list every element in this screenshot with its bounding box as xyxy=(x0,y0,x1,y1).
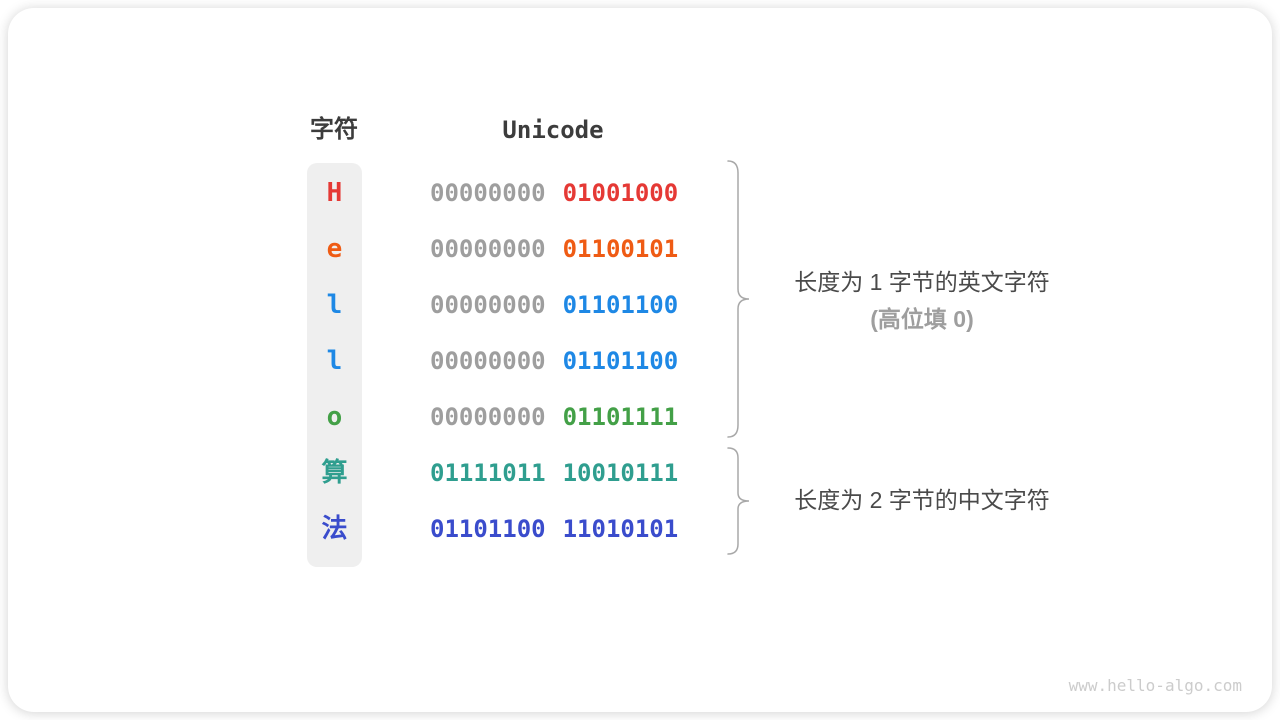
unicode-bytes: 00000000 01101100 xyxy=(430,291,678,319)
watermark-url: www.hello-algo.com xyxy=(1068,676,1242,695)
table-row: 算 01111011 10010111 xyxy=(307,457,687,489)
byte-low: 10010111 xyxy=(562,459,679,487)
byte-high: 00000000 xyxy=(430,179,546,207)
byte-high: 00000000 xyxy=(430,347,546,375)
column-header-unicode: Unicode xyxy=(502,116,604,144)
table-row: e 00000000 01100101 xyxy=(307,233,687,265)
unicode-bytes: 01101100 11010101 xyxy=(430,515,678,543)
figure-card xyxy=(8,8,1272,712)
brace-english-group xyxy=(721,160,753,438)
unicode-bytes: 00000000 01101100 xyxy=(430,347,678,375)
character-column-background xyxy=(307,163,362,567)
byte-high: 00000000 xyxy=(430,291,546,319)
byte-low: 01101100 xyxy=(562,347,679,375)
byte-low: 01101111 xyxy=(562,403,679,431)
byte-high: 01101100 xyxy=(430,515,546,543)
table-row: H 00000000 01001000 xyxy=(307,177,687,209)
character-cell: l xyxy=(326,346,343,376)
annotation-chinese-chars: 长度为 2 字节的中文字符 xyxy=(752,482,1092,519)
character-cell: l xyxy=(326,290,343,320)
character-cell: 法 xyxy=(321,514,348,544)
character-cell: o xyxy=(326,402,343,432)
brace-chinese-group xyxy=(721,447,753,555)
unicode-bytes: 00000000 01100101 xyxy=(430,235,678,263)
unicode-bytes: 00000000 01001000 xyxy=(430,179,678,207)
byte-high: 00000000 xyxy=(430,235,546,263)
byte-low: 01100101 xyxy=(562,235,679,263)
table-row: 法 01101100 11010101 xyxy=(307,513,687,545)
character-cell: e xyxy=(326,234,343,264)
byte-high: 01111011 xyxy=(430,459,546,487)
table-row: o 00000000 01101111 xyxy=(307,401,687,433)
annotation-line-secondary: (高位填 0) xyxy=(870,306,974,332)
table-row: l 00000000 01101100 xyxy=(307,345,687,377)
byte-high: 00000000 xyxy=(430,403,546,431)
annotation-english-chars: 长度为 1 字节的英文字符 (高位填 0) xyxy=(752,264,1092,338)
character-cell: 算 xyxy=(321,458,348,488)
character-cell: H xyxy=(326,178,343,208)
unicode-bytes: 01111011 10010111 xyxy=(430,459,678,487)
byte-low: 01101100 xyxy=(562,291,679,319)
annotation-line-primary: 长度为 1 字节的英文字符 xyxy=(794,269,1050,295)
annotation-line-primary: 长度为 2 字节的中文字符 xyxy=(794,487,1050,513)
unicode-bytes: 00000000 01101111 xyxy=(430,403,678,431)
byte-low: 01001000 xyxy=(562,179,679,207)
byte-low: 11010101 xyxy=(562,515,679,543)
table-row: l 00000000 01101100 xyxy=(307,289,687,321)
column-header-character: 字符 xyxy=(310,116,358,143)
